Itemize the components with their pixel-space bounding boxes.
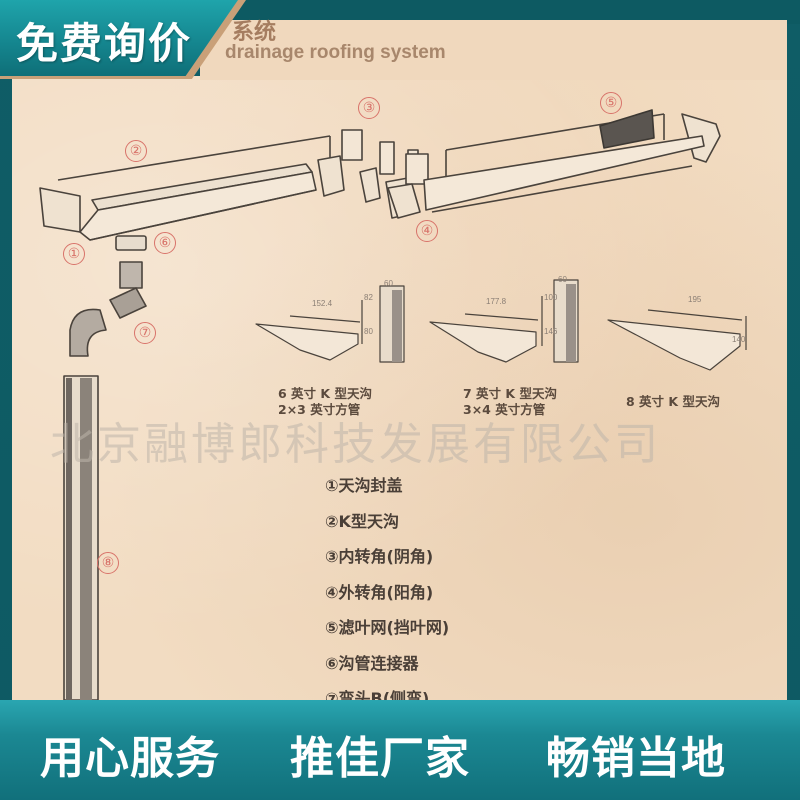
part-marker-4: ④ [416, 220, 438, 242]
connector-illustration [115, 235, 147, 251]
svg-text:152.4: 152.4 [312, 299, 333, 308]
svg-text:80: 80 [364, 327, 373, 336]
spec-7in-illustration [429, 279, 579, 363]
part-marker-1: ① [63, 243, 85, 265]
part-marker-6: ⑥ [154, 232, 176, 254]
k-gutter-left-illustration [39, 135, 331, 241]
legend-item-3: ③内转角(阴角) [325, 547, 434, 566]
spec-8in-gutter: 8 英寸 K 型天沟 [626, 394, 720, 409]
banner-item-service: 用心服务 [40, 733, 220, 784]
spec-8in-illustration [607, 309, 747, 371]
part-marker-7: ⑦ [134, 322, 156, 344]
parts-legend: ①天沟封盖 ②K型天沟 ③内转角(阴角) ④外转角(阳角) ⑤滤叶网(挡叶网) … [325, 472, 449, 721]
company-watermark: 北京融博郎科技发展有限公司 [50, 419, 661, 470]
spec-8in: 8 英寸 K 型天沟 [626, 394, 720, 410]
service-banner: 用心服务 推佳厂家 畅销当地 [0, 700, 800, 800]
legend-item-4: ④外转角(阳角) [325, 582, 434, 602]
diagram-paper-top [200, 20, 787, 80]
svg-text:60: 60 [384, 279, 393, 288]
banner-item-local: 畅销当地 [546, 733, 726, 784]
free-quote-label: 免费询价 [16, 19, 193, 68]
svg-text:195: 195 [688, 295, 702, 304]
legend-item-6: ⑥沟管连接器 [325, 653, 419, 673]
banner-item-manufacturer: 推佳厂家 [290, 733, 470, 784]
spec-6in-gutter: 6 英寸 K 型天沟 [278, 386, 372, 401]
svg-text:60: 60 [558, 275, 567, 284]
svg-text:82: 82 [364, 293, 373, 302]
svg-text:146: 146 [544, 327, 558, 336]
spec-6in-pipe: 2×3 英寸方管 [278, 402, 361, 417]
k-gutter-right-illustration [387, 109, 721, 219]
svg-text:140: 140 [732, 335, 746, 344]
part-marker-5: ⑤ [600, 92, 622, 114]
spec-6in: 6 英寸 K 型天沟 2×3 英寸方管 [278, 386, 372, 418]
spec-7in: 7 英寸 K 型天沟 3×4 英寸方管 [463, 386, 557, 418]
legend-item-2: ②K型天沟 [325, 511, 399, 531]
system-subtitle: drainage roofing system [225, 42, 446, 63]
svg-text:100: 100 [544, 293, 558, 302]
downspout-illustration [63, 375, 99, 701]
legend-item-5: ⑤滤叶网(挡叶网) [325, 618, 450, 637]
svg-text:177.8: 177.8 [486, 297, 507, 306]
elbow-illustration [69, 261, 147, 357]
system-title: 系统 [232, 20, 277, 45]
spec-7in-gutter: 7 英寸 K 型天沟 [463, 386, 557, 401]
part-marker-2: ② [125, 140, 147, 162]
legend-item-1: ①天沟封盖 [325, 476, 403, 495]
part-marker-3: ③ [358, 97, 380, 119]
spec-7in-pipe: 3×4 英寸方管 [463, 402, 546, 417]
free-quote-badge[interactable]: 免费询价 [0, 0, 238, 76]
spec-6in-illustration [255, 285, 405, 363]
part-marker-8: ⑧ [97, 552, 119, 574]
